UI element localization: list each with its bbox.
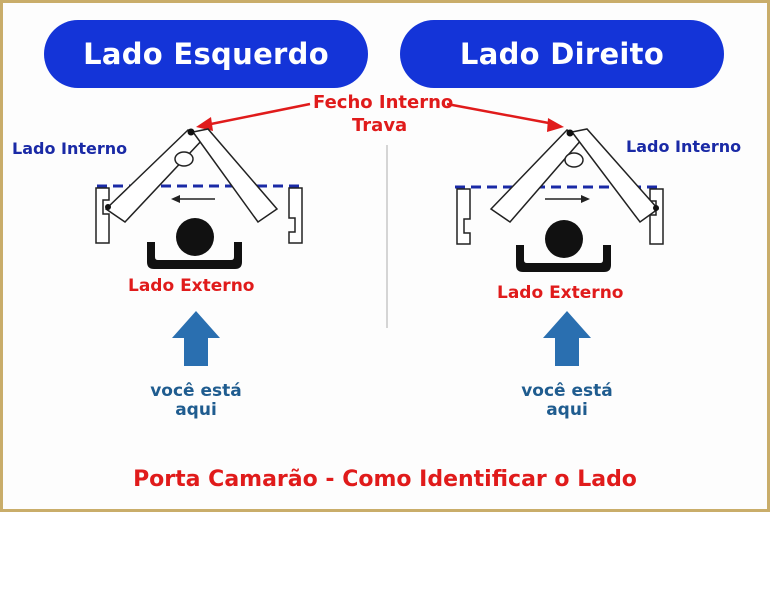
right-slide-arrow	[545, 195, 590, 203]
left-side-title: Lado Esquerdo	[44, 20, 368, 88]
left-you-are-here-line2: aqui	[175, 400, 217, 420]
right-door	[455, 128, 664, 245]
left-external-side-label: Lado Externo	[128, 276, 255, 296]
latch-callout-arrows	[196, 102, 564, 132]
right-up-arrow-icon	[543, 311, 591, 366]
right-side-title: Lado Direito	[400, 20, 724, 88]
right-you-are-here-line2: aqui	[546, 400, 588, 420]
left-internal-side-label: Lado Interno	[12, 139, 128, 158]
right-person-icon	[516, 220, 611, 272]
lock-label: Trava	[352, 115, 408, 136]
left-you-are-here: você está aqui	[146, 382, 246, 420]
right-you-are-here: você está aqui	[517, 382, 617, 420]
left-slide-arrow	[171, 195, 215, 203]
left-door	[95, 128, 305, 244]
left-up-arrow-icon	[172, 311, 220, 366]
left-you-are-here-line1: você está	[150, 381, 242, 401]
right-external-side-label: Lado Externo	[497, 283, 624, 303]
footer-caption: Porta Camarão - Como Identificar o Lado	[133, 467, 637, 492]
right-you-are-here-line1: você está	[521, 381, 613, 401]
right-internal-side-label: Lado Interno	[626, 137, 742, 156]
latch-label: Fecho Interno	[313, 92, 454, 113]
left-person-icon	[147, 218, 242, 269]
